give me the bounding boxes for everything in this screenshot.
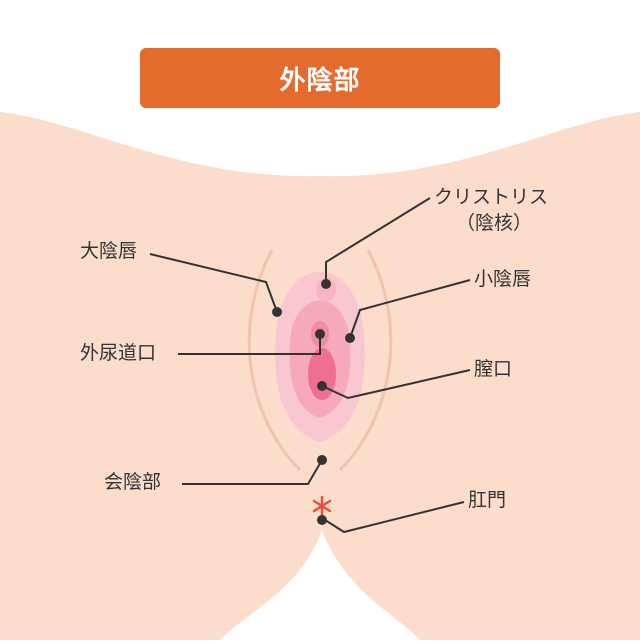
- label-clitoris: クリストリス: [434, 186, 549, 208]
- dot-urethral: [315, 329, 325, 339]
- label-anus: 肛門: [468, 489, 507, 511]
- label-urethral-opening: 外尿道口: [80, 342, 157, 364]
- leader-perineum: [182, 459, 323, 485]
- asterisk-icon: [312, 495, 332, 517]
- leader-urethral: [178, 334, 321, 355]
- right-thigh-crease: [338, 249, 393, 472]
- page-title: 外陰部: [279, 65, 361, 96]
- title-banner: 外陰部: [140, 48, 500, 108]
- label-labia-majora: 大陰唇: [80, 240, 138, 262]
- leader-labia-majora: [149, 253, 278, 313]
- label-perineum: 会陰部: [104, 471, 162, 493]
- dot-clitoris: [321, 279, 331, 289]
- label-clitoris-sub: （陰核）: [456, 212, 533, 234]
- label-vaginal-opening: 膣口: [474, 358, 513, 380]
- leader-labia-minora: [349, 279, 471, 339]
- label-labia-minora: 小陰唇: [474, 268, 532, 290]
- dot-anus: [317, 515, 327, 525]
- leader-vaginal: [321, 369, 471, 400]
- leader-anus: [321, 501, 465, 534]
- dot-vaginal: [317, 381, 327, 391]
- dot-perineum: [317, 455, 327, 465]
- leader-clitoris: [325, 197, 431, 280]
- vaginal-opening-shape: [308, 348, 336, 400]
- dot-labia-majora: [272, 307, 282, 317]
- dot-labia-minora: [345, 333, 355, 343]
